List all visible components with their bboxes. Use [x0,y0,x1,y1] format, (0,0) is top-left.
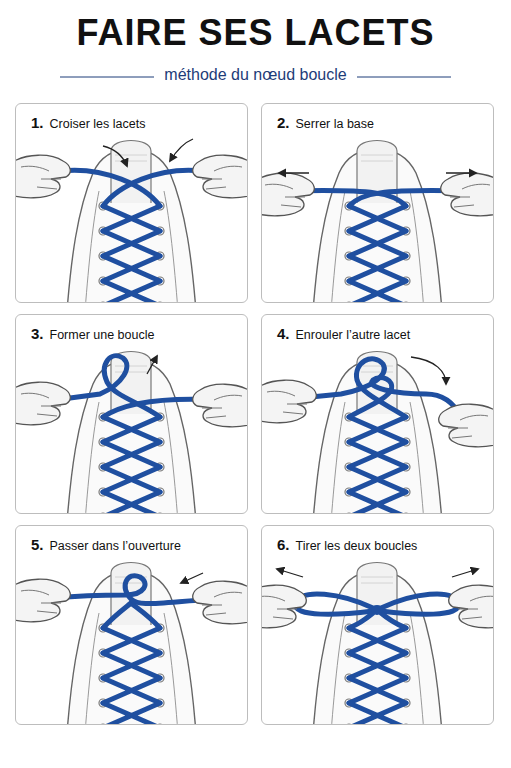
step-panel: 5. Passer dans l’ouverture [15,525,248,725]
drawing-part [262,141,493,303]
drawing-part [262,380,316,423]
drawing-part [262,585,306,628]
subtitle-row: méthode du nœud boucle [0,66,511,84]
drawing-part [439,404,493,447]
drawing-part [449,585,493,628]
drawing-part [16,139,247,302]
drawing-part [55,576,215,604]
step-panel: 2. Serrer la base [261,103,494,303]
drawing-part [193,384,247,427]
drawing-part [371,605,383,615]
drawing-part [103,139,193,166]
drawing-part [67,563,196,725]
step-panel: 1. Croiser les lacets [15,103,248,303]
drawing-part [313,563,442,725]
drawing-part [103,146,127,166]
step-heading: 1. Croiser les lacets [28,114,148,132]
drawing-part [262,141,493,303]
step-number: 2. [277,114,290,131]
drawing-part [349,613,373,628]
page-title: FAIRE SES LACETS [0,12,511,54]
step-title: Former une boucle [50,328,155,342]
step-title: Croiser les lacets [50,117,146,131]
step-number: 4. [277,325,290,342]
step-number: 3. [31,325,44,342]
drawing-part [262,563,493,725]
drawing-part [262,173,314,216]
drawing-part [446,172,476,173]
drawing-part [16,352,247,514]
drawing-part [193,581,247,624]
drawing-part [67,141,196,303]
drawing-part [16,563,247,725]
step-number: 1. [31,114,44,131]
drawing-part [55,576,215,628]
drawing-part [103,170,203,206]
drawing-part [16,563,247,725]
step-illustration [237,352,511,523]
drawing-part [103,603,131,628]
drawing-part [296,594,373,614]
step-illustration [0,352,272,523]
drawing-part [441,173,493,216]
drawing-part [262,563,493,725]
subtitle: méthode du nœud boucle [154,66,356,84]
step-panel: 4. Enrouler l’autre lacet [261,314,494,514]
drawing-part [411,357,446,384]
drawing-part [147,356,157,374]
drawing-part [193,155,247,198]
drawing-part [55,356,220,417]
step-heading: 2. Serrer la base [274,114,377,132]
drawing-part [170,139,193,161]
step-heading: 3. Former une boucle [28,325,157,343]
drawing-part [381,594,458,614]
drawing-part [277,569,303,577]
step-title: Serrer la base [296,117,375,131]
step-illustration [227,563,511,734]
step-title: Tirer les deux boucles [296,539,418,553]
drawing-part [147,356,157,374]
drawing-part [16,352,247,514]
drawing-part [16,382,70,425]
step-heading: 4. Enrouler l’autre lacet [274,325,413,343]
drawing-part [16,579,70,622]
step-number: 6. [277,536,290,553]
step-illustration [235,141,511,312]
drawing-part [262,352,493,514]
step-number: 5. [31,536,44,553]
step-panel: 6. Tirer les deux boucles [261,525,494,725]
drawing-part [289,191,466,206]
drawing-part [55,356,160,417]
drawing-part [411,357,446,384]
drawing-part [16,155,70,198]
step-title: Passer dans l’ouverture [50,539,181,553]
drawing-part [67,352,196,514]
step-title: Enrouler l’autre lacet [296,328,411,342]
step-panel: 3. Former une boucle [15,314,248,514]
step-heading: 5. Passer dans l’ouverture [28,536,184,554]
drawing-part [452,569,478,577]
drawing-part [131,603,160,628]
drawing-part [279,172,309,173]
step-heading: 6. Tirer les deux boucles [274,536,420,554]
drawing-part [279,172,476,173]
drawing-part [296,594,459,628]
drawing-part [262,352,493,514]
drawing-part [60,170,203,206]
drawing-part [381,613,406,628]
drawing-part [181,573,203,583]
step-illustration [0,139,272,311]
drawing-part [277,569,478,577]
step-illustration [0,563,272,734]
drawing-part [16,139,247,302]
drawing-part [181,573,203,583]
drawing-part [301,359,461,417]
drawing-part [313,141,442,303]
